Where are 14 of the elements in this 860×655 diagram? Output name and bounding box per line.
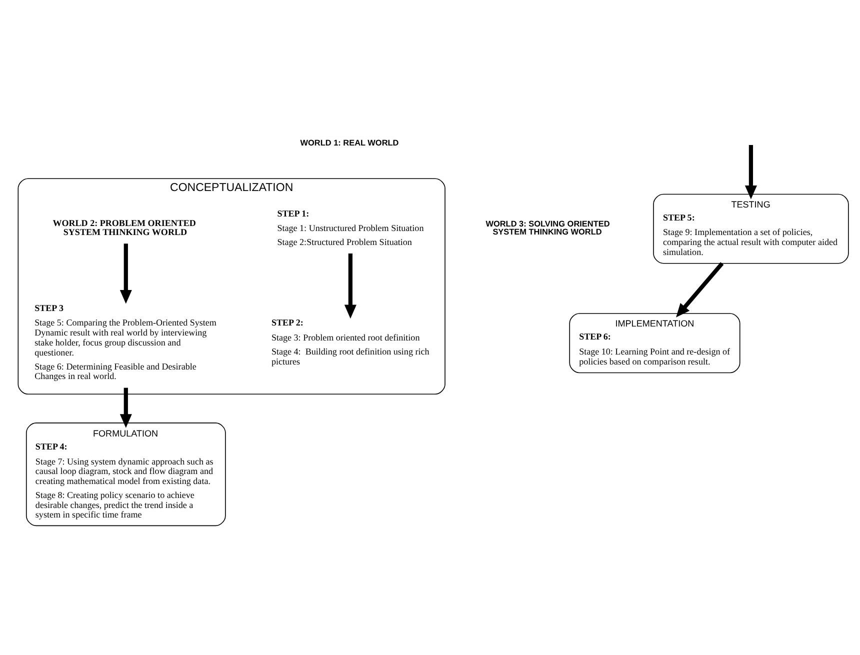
node-text: STEP 2: Stage 3: Problem oriented root definition Stage 4: Building root definition using rich pictures bbox=[271, 318, 430, 366]
node-text: STEP 3 Stage 5: Comparing the Problem-Oriented System Dynamic result with real world by interviewing stake holder, focus group discussion and questioner. Stage 6: Determining Feasible and Desirable Changes in real world. bbox=[34, 302, 216, 382]
label: WORLD 1: REAL WORLD bbox=[300, 138, 399, 148]
node-box: TESTING STEP 5: Stage 9: Implementation a set of policies, comparing the actual result with computer aided simulation. bbox=[653, 194, 849, 264]
arrow bbox=[120, 388, 132, 428]
node-box: IMPLEMENTATION STEP 6: Stage 10: Learning Point and re-design of policies based on comparison result. bbox=[569, 313, 740, 374]
node-text: STEP 1: Stage 1: Unstructured Problem Situation Stage 2:Structured Problem Situation bbox=[277, 208, 424, 248]
arrow bbox=[676, 262, 724, 318]
node-box: FORMULATION STEP 4: Stage 7: Using system dynamic approach such as causal loop diagram, stock and flow diagram and creating mathematical model from existing data. Stage 8: Creating policy scenario to achieve desirable changes, predict the trend inside a system in specific time frame bbox=[26, 422, 226, 526]
arrow bbox=[120, 244, 132, 304]
arrow bbox=[344, 254, 356, 319]
node-text: WORLD 2: PROBLEM ORIENTED SYSTEM THINKING WORLD bbox=[52, 218, 196, 238]
arrow bbox=[744, 144, 757, 200]
label: WORLD 3: SOLVING ORIENTED SYSTEM THINKING WORLD bbox=[486, 219, 610, 237]
